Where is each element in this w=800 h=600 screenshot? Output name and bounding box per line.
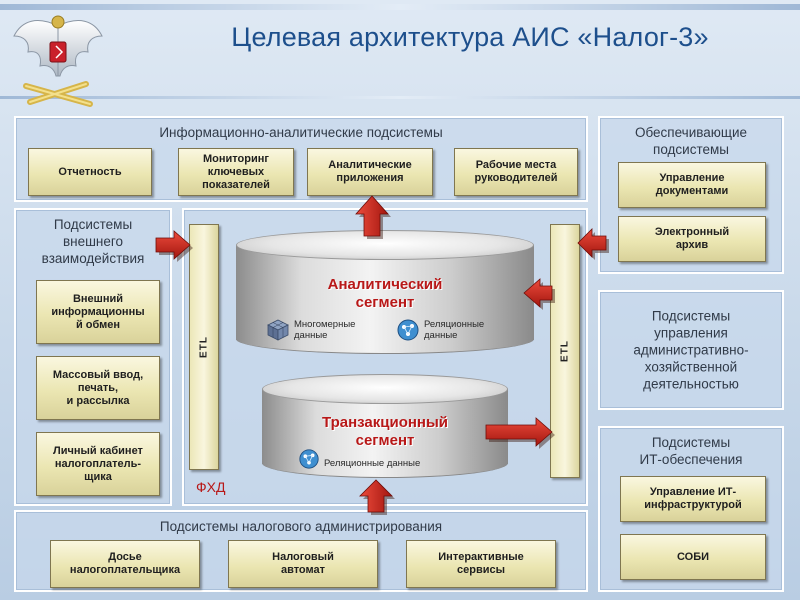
box-interactive-services[interactable]: Интерактивные сервисы <box>406 540 556 588</box>
top-decor-stripe <box>0 4 800 10</box>
header-divider <box>0 96 800 99</box>
box-external-info-exchange[interactable]: Внешний информационны й обмен <box>36 280 160 344</box>
box-sobi[interactable]: СОБИ <box>620 534 766 580</box>
panel-external-interaction: Подсистемы внешнего взаимодействия Внешн… <box>14 208 172 506</box>
analytic-cylinder-top <box>236 230 534 260</box>
panel-it-support: Подсистемы ИТ-обеспечения Управление ИТ-… <box>598 426 784 592</box>
panel-tax-administration-title: Подсистемы налогового администрирования <box>159 519 443 534</box>
box-analytical-applications[interactable]: Аналитические приложения <box>307 148 433 196</box>
box-it-infrastructure[interactable]: Управление ИТ- инфраструктурой <box>620 476 766 522</box>
network-globe-icon <box>299 449 319 469</box>
etl-left-bar: ETL <box>189 224 219 470</box>
box-key-indicators-monitoring[interactable]: Мониторинг ключевых показателей <box>178 148 294 196</box>
box-electronic-archive[interactable]: Электронный архив <box>618 216 766 262</box>
panel-information-analytics: Информационно-аналитические подсистемы О… <box>14 116 588 202</box>
etl-right-label: ETL <box>559 340 571 362</box>
box-taxpayer-cabinet[interactable]: Личный кабинет налогоплатель- щика <box>36 432 160 496</box>
box-taxpayer-dossier[interactable]: Досье налогоплательщика <box>50 540 200 588</box>
etl-left-label: ETL <box>198 336 210 358</box>
panel-admin-economic-title: Подсистемы управления административно- х… <box>633 308 749 392</box>
transaction-segment-cylinder[interactable]: Транзакционный сегмент Реляционные данны… <box>262 374 508 478</box>
panel-it-support-title: Подсистемы ИТ-обеспечения <box>639 435 743 467</box>
panel-tax-administration: Подсистемы налогового администрирования … <box>14 510 588 592</box>
analytic-relational-label: Реляционные данные <box>424 319 485 341</box>
etl-right-bar: ETL <box>550 224 580 478</box>
page-title: Целевая архитектура АИС «Налог-3» <box>231 22 709 52</box>
box-mass-input-print[interactable]: Массовый ввод, печать, и рассылка <box>36 356 160 420</box>
transaction-segment-title: Транзакционный сегмент <box>321 414 449 449</box>
transaction-cylinder-top <box>262 374 508 404</box>
panel-admin-economic: Подсистемы управления административно- х… <box>598 290 784 410</box>
panel-supporting-title: Обеспечивающие подсистемы <box>634 125 748 157</box>
box-document-management[interactable]: Управление документами <box>618 162 766 208</box>
network-globe-icon <box>397 319 419 341</box>
russian-eagle-emblem-icon <box>13 15 103 107</box>
cube-data-icon <box>267 319 289 341</box>
panel-supporting-subsystems: Обеспечивающие подсистемы Управление док… <box>598 116 784 274</box>
fhd-label: ФХД <box>196 479 226 495</box>
analytic-segment-cylinder[interactable]: Аналитический сегмент Многомерные данные… <box>236 230 534 354</box>
box-reporting[interactable]: Отчетность <box>28 148 152 196</box>
panel-external-title: Подсистемы внешнего взаимодействия <box>41 217 145 266</box>
box-executive-workstations[interactable]: Рабочие места руководителей <box>454 148 578 196</box>
panel-information-analytics-title: Информационно-аналитические подсистемы <box>159 125 443 140</box>
multidim-data-label: Многомерные данные <box>294 319 356 341</box>
box-tax-automaton[interactable]: Налоговый автомат <box>228 540 378 588</box>
analytic-segment-title: Аналитический сегмент <box>327 276 443 311</box>
transaction-relational-label: Реляционные данные <box>324 458 421 469</box>
